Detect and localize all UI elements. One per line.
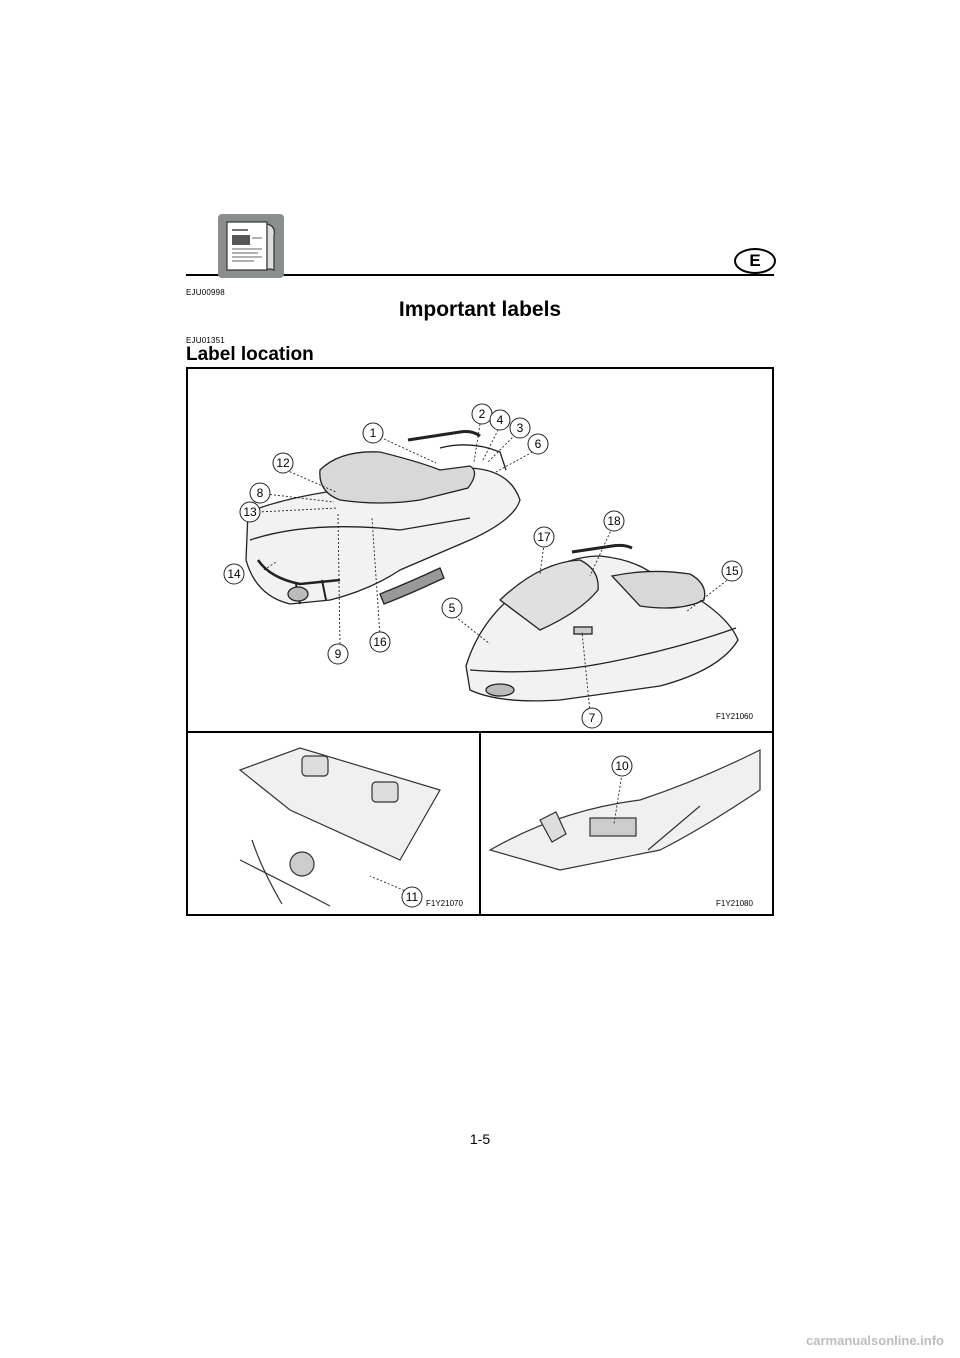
callout-8: 8 [257, 486, 264, 500]
callout-7: 7 [589, 711, 596, 725]
figure-code-right: F1Y21080 [716, 899, 753, 908]
section-code: EJU00998 [186, 288, 225, 297]
callout-6: 6 [535, 437, 542, 451]
detail-right-storage [488, 749, 761, 871]
subsection-title: Label location [186, 344, 314, 365]
jetski-rear-view [245, 430, 521, 605]
callout-12: 12 [276, 456, 290, 470]
callout-11: 11 [406, 890, 419, 904]
callout-circles [223, 403, 743, 908]
callout-17: 17 [537, 530, 551, 544]
callout-3: 3 [517, 421, 524, 435]
manual-book-icon-graphic [226, 221, 275, 271]
header-rule [186, 274, 774, 276]
subsection-code: EJU01351 [186, 336, 225, 345]
figure-code-main: F1Y21060 [716, 712, 753, 721]
detail-left-storage [238, 747, 441, 907]
watermark: carmanualsonline.info [806, 1333, 944, 1348]
language-badge: E [734, 248, 776, 274]
callout-15: 15 [725, 564, 739, 578]
callout-leaders [257, 423, 731, 893]
callout-numbers: 1 2 3 4 5 6 7 8 9 10 11 12 13 14 15 16 1… [227, 407, 739, 904]
jetski-front-view [465, 543, 739, 702]
callout-4: 4 [497, 413, 504, 427]
callout-1: 1 [370, 426, 377, 440]
callout-16: 16 [373, 635, 387, 649]
figure-code-left: F1Y21070 [426, 899, 463, 908]
manual-book-icon [218, 214, 284, 278]
callout-10: 10 [615, 759, 629, 773]
callout-5: 5 [449, 601, 456, 615]
page-number: 1-5 [469, 1131, 491, 1147]
callout-14: 14 [227, 567, 241, 581]
callout-13: 13 [243, 505, 257, 519]
callout-2: 2 [479, 407, 486, 421]
callout-9: 9 [335, 647, 342, 661]
figure-divider-vertical [479, 731, 481, 916]
callout-18: 18 [607, 514, 621, 528]
page-title: Important labels [398, 298, 562, 321]
